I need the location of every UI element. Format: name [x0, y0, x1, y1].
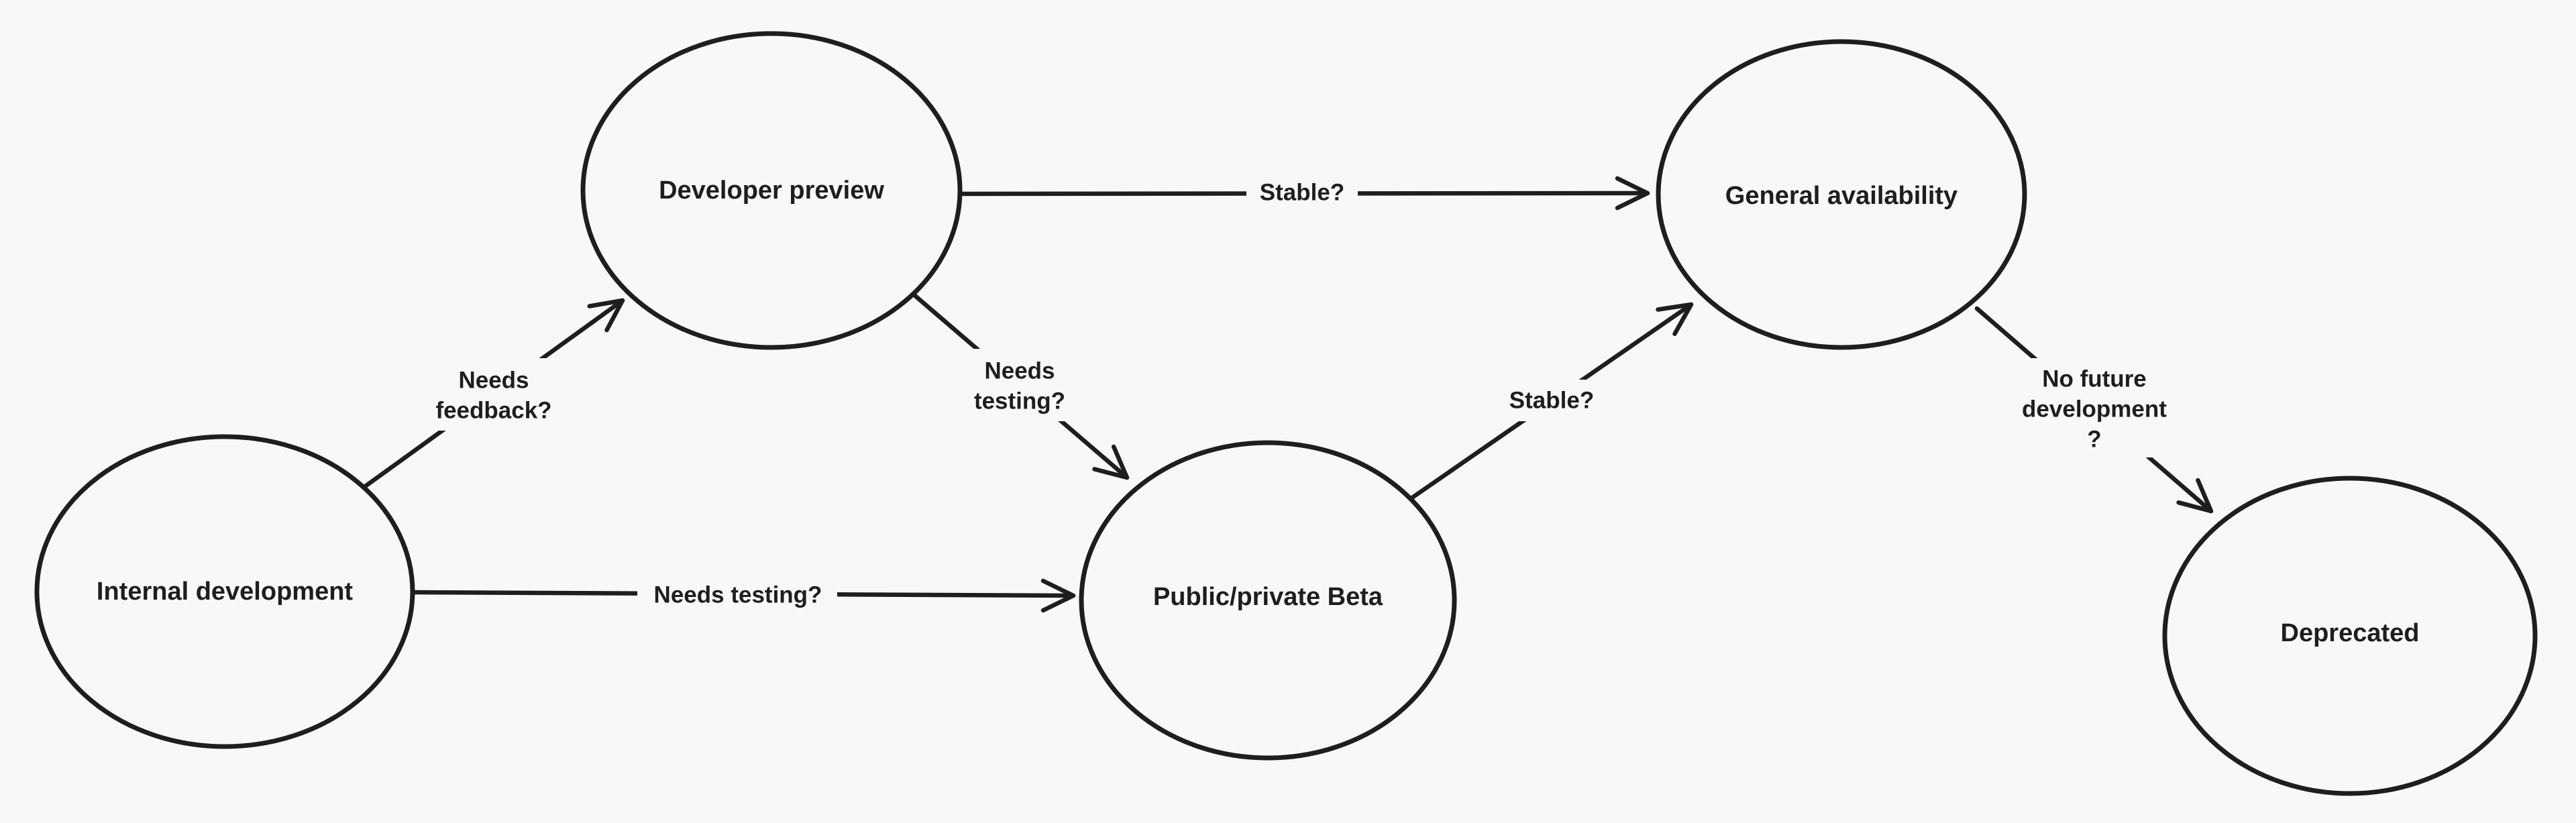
edge-label: feedback?: [435, 398, 551, 424]
edge-label-background: [2006, 358, 2182, 457]
node-label: Deprecated: [2281, 619, 2420, 647]
edge-label: Needs testing?: [654, 582, 822, 608]
node-ellipse[interactable]: [34, 434, 415, 749]
edge-label: Needs: [458, 368, 529, 394]
edge-preview-to-beta[interactable]: Needs testing?: [912, 292, 1130, 480]
edge-label-background: [1246, 172, 1358, 213]
edge-label: development: [2022, 396, 2167, 423]
edge-label: Stable?: [1509, 388, 1594, 414]
node-internal-development[interactable]: Internal development: [34, 434, 415, 749]
edge-label: ?: [2087, 427, 2101, 453]
arrow-head-icon: [2176, 478, 2214, 514]
arrow-head-icon: [1656, 302, 1694, 336]
edge-ga-to-deprecated[interactable]: No future development ?: [1974, 306, 2214, 514]
edge-beta-to-ga[interactable]: Stable?: [1409, 302, 1694, 500]
node-ellipse[interactable]: [580, 31, 963, 350]
arrow-head-icon: [1092, 444, 1130, 480]
node-label: Public/private Beta: [1153, 583, 1383, 611]
edge-label: Stable?: [1260, 180, 1344, 206]
edge-internal-to-beta[interactable]: Needs testing?: [410, 573, 1076, 617]
node-ellipse[interactable]: [1656, 39, 2027, 350]
edge-preview-to-ga[interactable]: Stable?: [957, 172, 1650, 213]
edge-label-background: [959, 349, 1080, 421]
edge-label: Needs: [984, 358, 1055, 384]
edge-label-background: [637, 573, 837, 617]
edge-label: No future: [2042, 366, 2147, 392]
arrow-head-icon: [1615, 176, 1650, 211]
node-ellipse[interactable]: [2162, 476, 2538, 796]
node-deprecated[interactable]: Deprecated: [2162, 476, 2538, 796]
node-label: General availability: [1725, 182, 1957, 210]
node-developer-preview[interactable]: Developer preview: [580, 31, 963, 350]
edge-internal-to-preview[interactable]: Needs feedback?: [362, 298, 625, 490]
node-label: Developer preview: [659, 176, 884, 205]
edge-label-background: [421, 358, 566, 431]
node-ellipse[interactable]: [1079, 440, 1457, 761]
arrow-head-icon: [587, 298, 625, 333]
edge-label-background: [1497, 380, 1606, 421]
arrow-head-icon: [1040, 578, 1076, 613]
node-label: Internal development: [97, 578, 354, 606]
edge-label: testing?: [974, 388, 1065, 415]
node-general-availability[interactable]: General availability: [1656, 39, 2027, 350]
node-public-private-beta[interactable]: Public/private Beta: [1079, 440, 1457, 761]
